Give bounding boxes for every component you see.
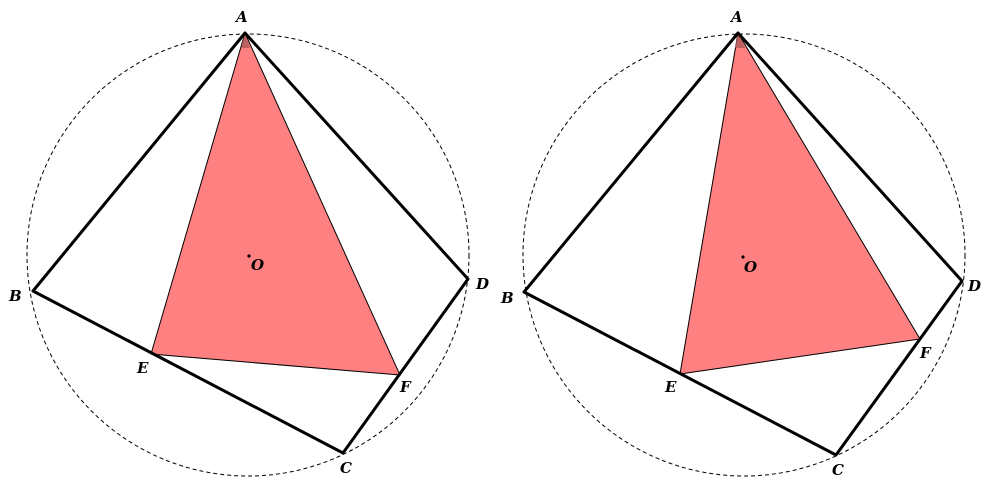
triangle-aef [150, 31, 401, 376]
label-d: D [475, 275, 489, 293]
angle-mark-a [735, 33, 745, 48]
label-e: E [136, 359, 149, 377]
center-point [247, 254, 251, 258]
label-c: C [340, 459, 352, 477]
label-f: F [919, 344, 932, 362]
label-e: E [664, 378, 677, 396]
circumcircle [26, 33, 470, 477]
angle-mark-a [241, 33, 250, 48]
figure-right: A B C D E F O [500, 8, 981, 479]
label-b: B [500, 289, 514, 307]
label-a: A [729, 8, 743, 26]
center-point [741, 255, 745, 259]
circumcircle [522, 33, 966, 477]
label-o: O [744, 258, 757, 276]
label-a: A [234, 8, 248, 26]
label-o: O [251, 256, 264, 274]
label-d: D [967, 277, 981, 295]
label-c: C [832, 461, 844, 479]
label-f: F [399, 378, 412, 396]
label-b: B [8, 287, 22, 305]
triangle-aef [679, 31, 921, 375]
quadrilateral-abcd [31, 31, 470, 455]
quadrilateral-abcd [522, 31, 964, 457]
figure-left: A B C D E F O [8, 8, 489, 477]
